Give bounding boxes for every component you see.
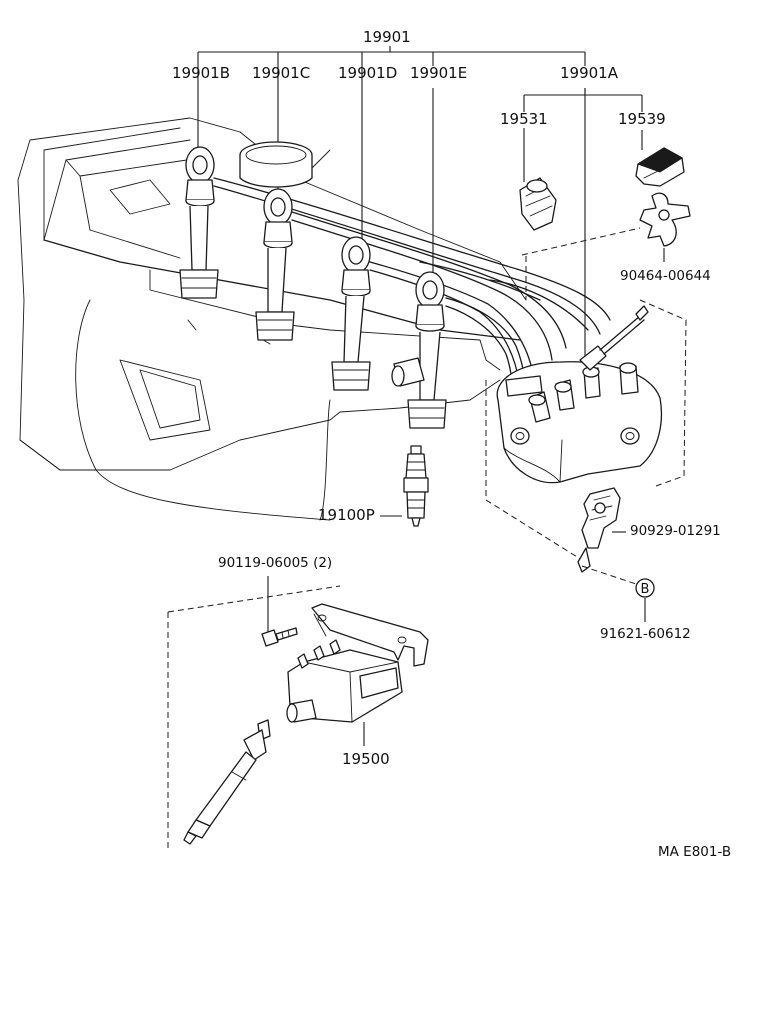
clamp	[639, 192, 691, 247]
label-wire-set: 19901	[363, 28, 411, 46]
plug-cord-b	[179, 146, 219, 299]
sensor-connector	[391, 357, 425, 387]
label-rotor: 19531	[500, 110, 548, 128]
plug-cord-c	[255, 188, 295, 341]
label-clamp: 90464-00644	[620, 268, 711, 284]
diagram-code: MA E801-B	[658, 844, 732, 860]
label-bolt-number: 90119-06005	[218, 555, 309, 571]
label-cord-b: 19901B	[172, 64, 231, 82]
ignition-coil	[286, 603, 429, 723]
spark-plug	[403, 445, 429, 527]
label-bolt-qty: (2)	[313, 555, 333, 571]
label-cap-cover: 19539	[618, 110, 666, 128]
label-bolt: 90119-06005 (2)	[218, 555, 333, 571]
distributor-group-outline	[485, 227, 687, 561]
distributor	[496, 305, 663, 484]
label-bracket-clamp: 90929-01291	[630, 523, 721, 539]
ref-b-dashline	[581, 565, 637, 585]
rotor	[519, 177, 557, 231]
engine-outline	[17, 117, 527, 521]
cap-cover	[635, 147, 685, 187]
plug-cord-e	[407, 271, 447, 429]
ref-b-marker: B	[641, 582, 650, 597]
label-bolt-b: 91621-60612	[600, 626, 691, 642]
bracket-clamp	[577, 487, 621, 573]
label-cord-e: 19901E	[410, 64, 468, 82]
plug-cord-d	[331, 236, 371, 391]
label-spark-plug: 19100P	[318, 506, 375, 524]
label-cord-a: 19901A	[560, 64, 618, 82]
label-cord-c: 19901C	[252, 64, 311, 82]
group-a-bracket	[523, 88, 643, 112]
label-ignition-coil: 19500	[342, 750, 390, 768]
coil-lead	[183, 719, 271, 845]
coil-group-outline	[167, 585, 341, 848]
ref-b-circle	[635, 578, 655, 598]
bolt	[261, 627, 298, 647]
label-cord-d: 19901D	[338, 64, 398, 82]
